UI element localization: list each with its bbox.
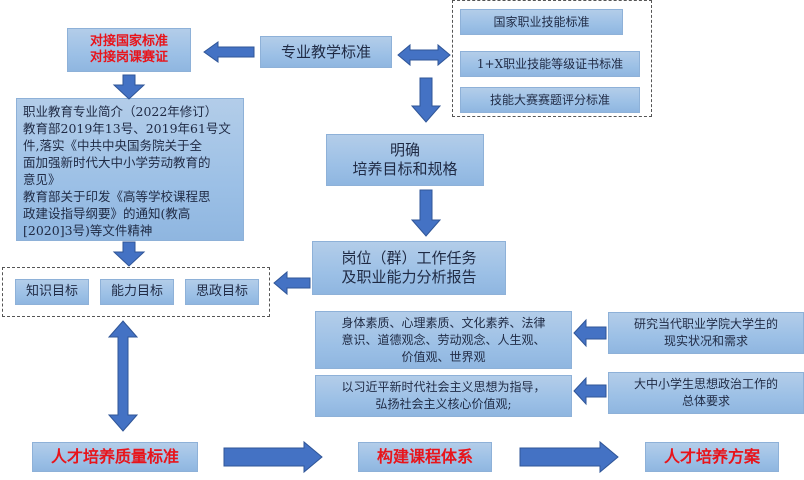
clarify-goals-box: 明确 培养目标和规格	[326, 134, 484, 186]
training-plan-label: 人才培养方案	[663, 447, 760, 466]
quality-standard-box: 人才培养质量标准	[32, 442, 198, 472]
ideological-requirements-box: 大中小学生思想政治工作的 总体要求	[608, 372, 804, 414]
curriculum-system-box: 构建课程体系	[358, 442, 492, 472]
down-arrow	[112, 241, 146, 267]
qualities-line: 价值观、世界观	[401, 349, 486, 364]
student-research-line: 现实状况和需求	[663, 334, 748, 348]
student-research-box: 研究当代职业学院大学生的 现实状况和需求	[608, 312, 804, 354]
qualities-box: 身体素质、心理素质、文化素养、法律 意识、道德观念、劳动观念、人生观、 价值观、…	[315, 311, 572, 369]
policy-line: [2020]3号)等文件精神	[23, 223, 153, 238]
standards-item-label: 1+X职业技能等级证书标准	[476, 56, 624, 71]
policy-line: 政建设指导纲要》的通知(教高	[23, 206, 191, 221]
ideology-box: 以习近平新时代社会主义思想为指导， 弘扬社会主义核心价值观;	[315, 375, 572, 417]
policy-line: 职业教育专业简介（2022年修订）	[23, 104, 218, 119]
job-analysis-box: 岗位（群）工作任务 及职业能力分析报告	[312, 241, 506, 295]
standards-item-label: 技能大赛赛题评分标准	[489, 92, 610, 107]
objectives-group	[2, 267, 270, 317]
align-standards-box: 对接国家标准 对接岗课赛证	[67, 28, 191, 72]
left-arrow	[573, 376, 607, 406]
left-arrow	[203, 41, 255, 63]
standards-item: 国家职业技能标准	[460, 9, 623, 35]
objective-label: 知识目标	[25, 283, 78, 299]
curriculum-system-label: 构建课程体系	[376, 447, 473, 466]
right-arrow	[519, 440, 619, 474]
policy-line: 教育部关于印发《高等学校课程思	[23, 189, 211, 204]
ideology-line: 以习近平新时代社会主义思想为指导，	[341, 380, 546, 394]
align-standards-line: 对接国家标准	[89, 33, 168, 49]
right-arrow	[223, 440, 323, 474]
objective-label: 思政目标	[195, 283, 248, 299]
training-plan-box: 人才培养方案	[645, 442, 779, 472]
ideological-requirements-line: 总体要求	[681, 394, 730, 408]
qualities-line: 意识、道德观念、劳动观念、人生观、	[341, 332, 546, 347]
down-arrow	[410, 189, 442, 237]
job-analysis-line: 岗位（群）工作任务	[341, 249, 477, 268]
policy-line: 意见》	[23, 172, 61, 187]
ideological-requirements-line: 大中小学生思想政治工作的	[633, 377, 778, 391]
clarify-goals-line: 培养目标和规格	[352, 160, 458, 178]
objective-item: 思政目标	[185, 279, 259, 305]
objective-item: 能力目标	[100, 279, 174, 305]
align-standards-line: 对接岗课赛证	[89, 50, 168, 65]
job-analysis-line: 及职业能力分析报告	[341, 268, 477, 286]
policy-line: 件,落实《中共中央国务院关于全	[23, 138, 202, 153]
professional-teaching-standard-label: 专业教学标准	[280, 42, 371, 61]
professional-teaching-standard-box: 专业教学标准	[260, 36, 392, 68]
standards-item: 1+X职业技能等级证书标准	[460, 51, 640, 77]
policy-line: 面加强新时代大中小学劳动教育的	[23, 155, 211, 170]
clarify-goals-line: 明确	[389, 141, 420, 160]
vertical-double-arrow	[107, 320, 139, 432]
standards-item-label: 国家职业技能标准	[493, 14, 590, 29]
double-arrow	[397, 43, 451, 67]
objective-item: 知识目标	[15, 279, 89, 305]
ideology-line: 弘扬社会主义核心价值观;	[375, 397, 512, 411]
quality-standard-label: 人才培养质量标准	[50, 447, 179, 466]
standards-group	[452, 0, 652, 117]
qualities-line: 身体素质、心理素质、文化素养、法律	[341, 315, 546, 330]
down-arrow	[410, 77, 442, 123]
standards-item: 技能大赛赛题评分标准	[460, 87, 640, 113]
left-arrow	[273, 270, 311, 296]
left-arrow	[573, 318, 607, 348]
policy-documents-box: 职业教育专业简介（2022年修订） 教育部2019年13号、2019年61号文 …	[16, 98, 244, 241]
down-arrow	[112, 74, 146, 100]
objective-label: 能力目标	[110, 283, 163, 299]
student-research-line: 研究当代职业学院大学生的	[633, 317, 778, 331]
policy-line: 教育部2019年13号、2019年61号文	[23, 121, 231, 136]
